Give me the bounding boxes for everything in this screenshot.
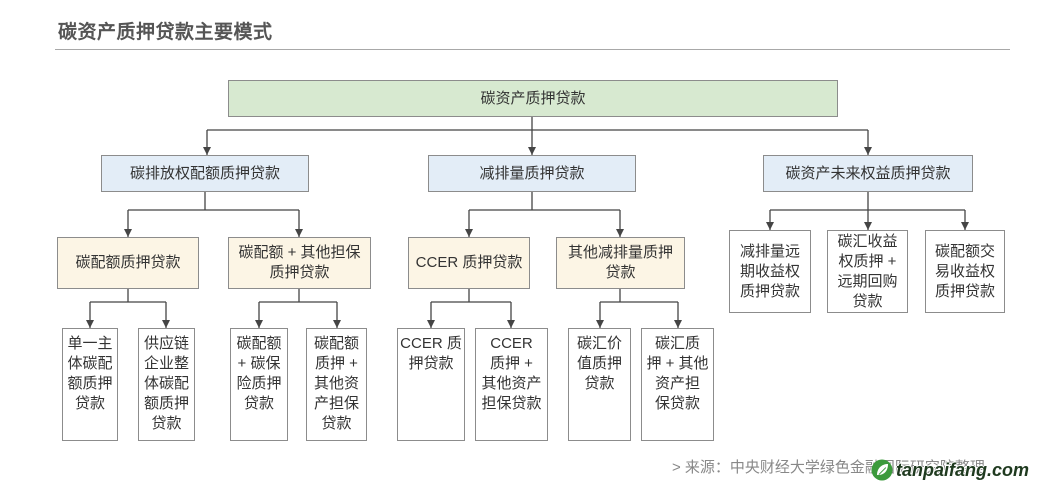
mid-node: CCER 质押贷款 [408, 237, 530, 289]
node-label: CCER 质押 + 其他资产 担保贷款 [481, 335, 542, 412]
node-label: 减排量质押贷款 [479, 164, 585, 182]
node-label: 碳汇收益 权质押 + 远期回购 贷款 [837, 232, 898, 310]
node-label: 减排量远 期收益权 质押贷款 [739, 242, 800, 300]
connector-line [128, 192, 299, 211]
node-label: 碳配额 质押 + 其他资 产担保 贷款 [313, 335, 359, 432]
leaf-node: 碳汇质 押 + 其他 资产担 保贷款 [641, 328, 714, 441]
node-label: 碳汇质 押 + 其他 资产担 保贷款 [646, 335, 709, 412]
leaf-node: 单一主 体碳配 额质押 贷款 [62, 328, 118, 441]
node-label: 碳排放权配额质押贷款 [129, 164, 280, 182]
mid-node: 其他减排量质押 贷款 [556, 237, 685, 289]
node-label: 碳配额交 易收益权 质押贷款 [934, 242, 995, 300]
page-title: 碳资产质押贷款主要模式 [58, 22, 273, 43]
node-label: 碳配额质押贷款 [75, 254, 181, 271]
leaf-node: 碳配额 质押 + 其他资 产担保 贷款 [306, 328, 367, 441]
future-rights-node: 碳配额交 易收益权 质押贷款 [925, 230, 1005, 313]
title-divider [55, 49, 1010, 50]
future-rights-node: 减排量远 期收益权 质押贷款 [729, 230, 811, 313]
node-label: 碳配额 + 其他担保 质押贷款 [238, 244, 361, 281]
branch-node-emission-reduction-pledge: 减排量质押贷款 [428, 155, 636, 192]
leaf-node: CCER 质押 + 其他资产 担保贷款 [475, 328, 548, 441]
node-label: 单一主 体碳配 额质押 贷款 [67, 335, 113, 412]
leaf-node: 碳汇价 值质押 贷款 [568, 328, 631, 441]
watermark-text: tanpaifang.com [896, 459, 1030, 480]
leaf-node: CCER 质 押贷款 [397, 328, 465, 441]
leaf-node: 碳配额 + 碳保 险质押 贷款 [230, 328, 288, 441]
node-label: 其他减排量质押 贷款 [567, 244, 673, 281]
connector-line [90, 289, 166, 303]
node-label: 碳资产质押贷款 [480, 89, 586, 107]
root-node: 碳资产质押贷款 [228, 80, 838, 117]
connector-line [469, 192, 620, 211]
node-label: CCER 质押贷款 [415, 254, 523, 271]
mid-node: 碳配额 + 其他担保 质押贷款 [228, 237, 371, 289]
branch-node-quota-pledge: 碳排放权配额质押贷款 [101, 155, 309, 192]
watermark-logo-icon [871, 459, 893, 481]
source-note: > 来源：中央财经大学绿色金融国际研究院整理 [672, 459, 985, 476]
node-label: CCER 质 押贷款 [400, 335, 462, 372]
future-rights-node: 碳汇收益 权质押 + 远期回购 贷款 [827, 230, 908, 313]
connector-line [431, 289, 511, 303]
node-label: 碳汇价 值质押 贷款 [576, 335, 622, 392]
node-label: 碳配额 + 碳保 险质押 贷款 [236, 335, 282, 412]
node-label: 碳资产未来权益质押贷款 [785, 164, 951, 182]
watermark: tanpaifang.com [871, 458, 1029, 482]
connector-line [259, 289, 337, 303]
mid-node: 碳配额质押贷款 [57, 237, 199, 289]
leaf-node: 供应链 企业整 体碳配 额质押 贷款 [138, 328, 195, 441]
node-label: 供应链 企业整 体碳配 额质押 贷款 [143, 335, 189, 432]
branch-node-future-rights-pledge: 碳资产未来权益质押贷款 [763, 155, 973, 192]
connector-line [600, 289, 678, 303]
